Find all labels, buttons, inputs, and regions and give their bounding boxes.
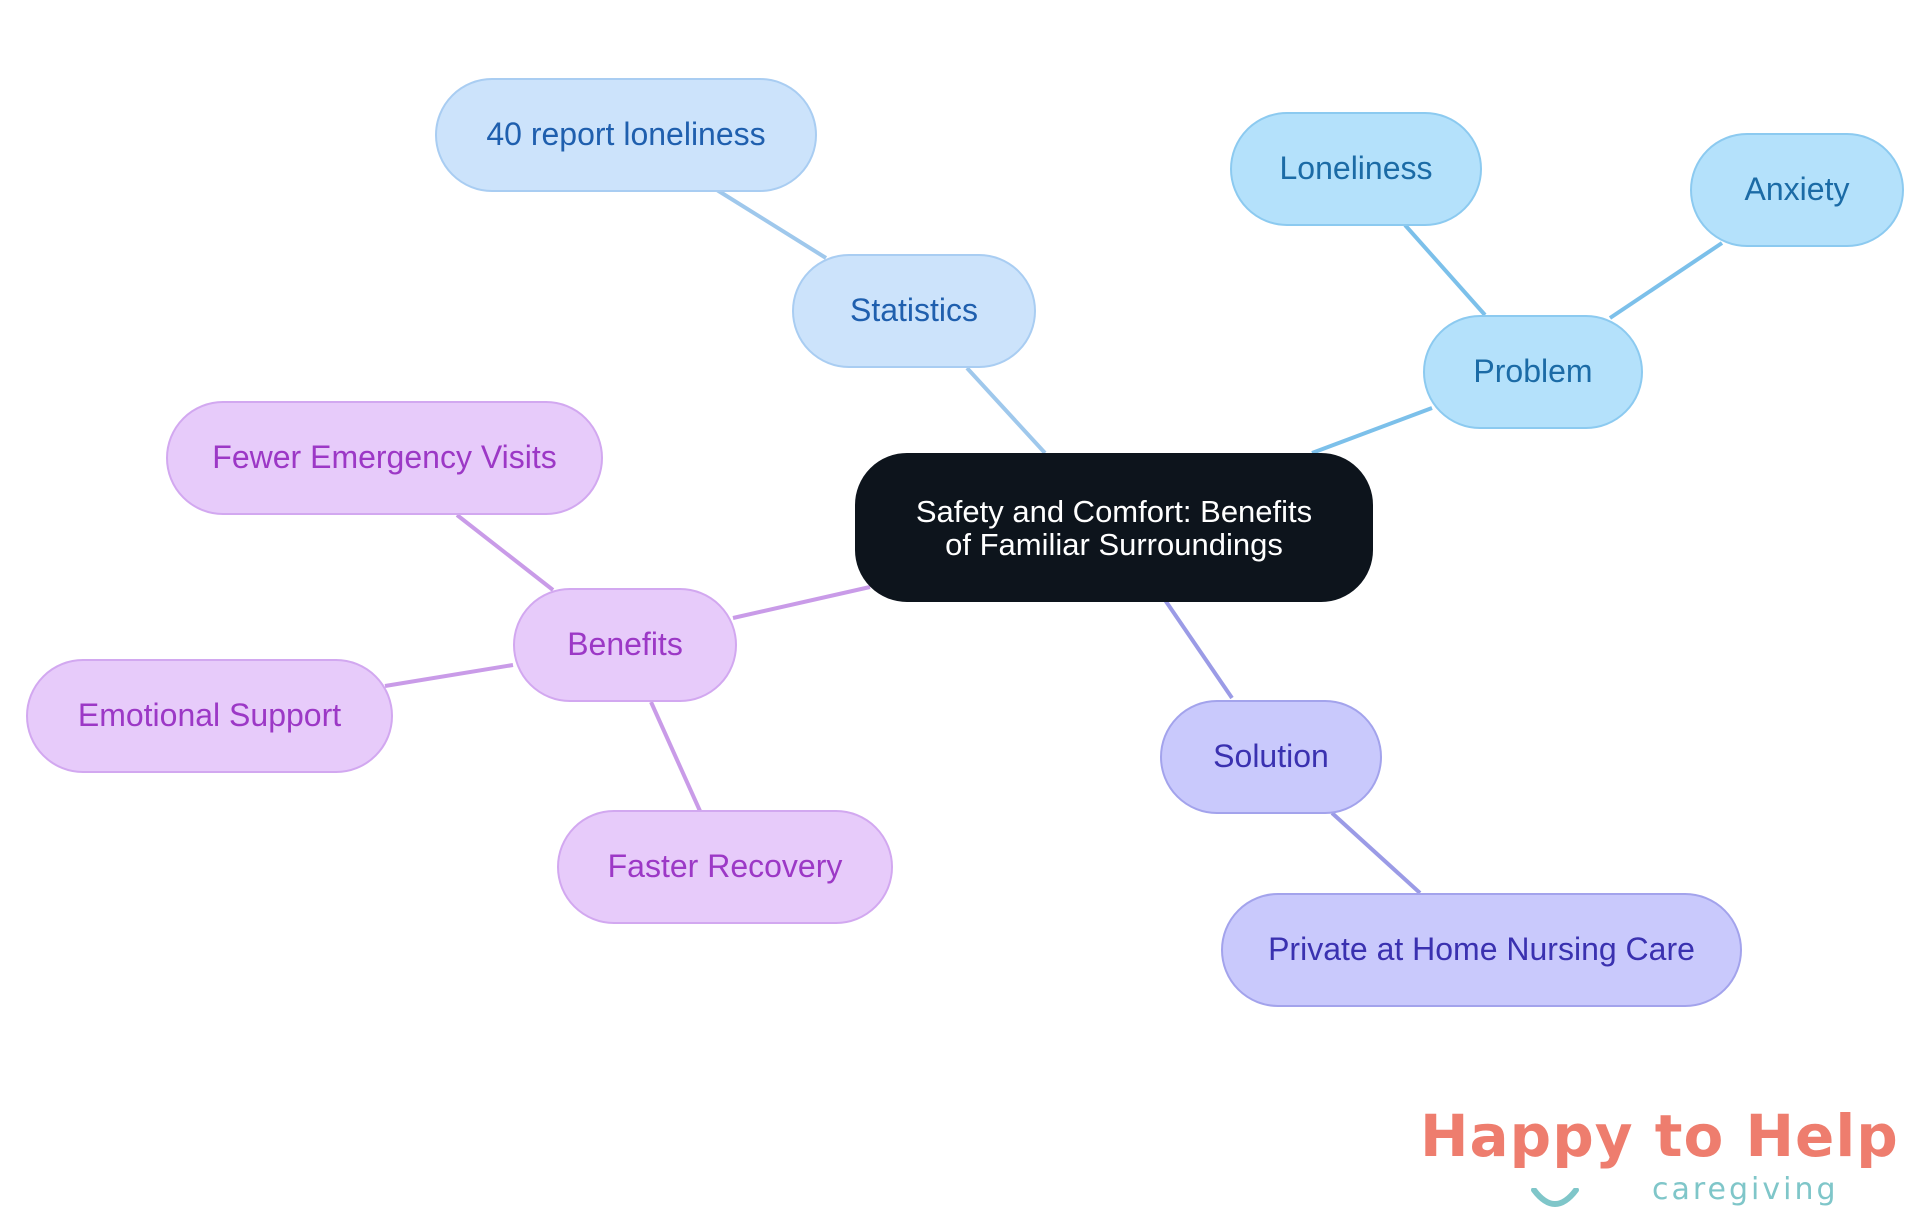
node-benefits[interactable]: Benefits: [513, 588, 737, 702]
node-problem[interactable]: Problem: [1423, 315, 1643, 429]
edge-problem-loneliness: [1403, 223, 1487, 317]
node-problem-label: Problem: [1473, 353, 1593, 390]
edge-benefits-emotional-support: [384, 663, 514, 688]
node-loneliness-label: Loneliness: [1279, 150, 1433, 187]
node-statistics[interactable]: Statistics: [792, 254, 1036, 368]
brand-logo: Happy to Help caregiving: [1420, 1102, 1898, 1212]
edge-benefits-faster-recovery: [649, 701, 702, 812]
edge-solution-private-care: [1330, 811, 1422, 895]
node-fewer-emergency-visits-label: Fewer Emergency Visits: [212, 439, 557, 476]
edge-root-solution: [1163, 598, 1234, 700]
node-40-report-loneliness-label: 40 report loneliness: [486, 116, 766, 153]
edge-root-benefits: [732, 585, 871, 620]
node-fewer-emergency-visits[interactable]: Fewer Emergency Visits: [166, 401, 603, 515]
root-node[interactable]: Safety and Comfort: Benefits of Familiar…: [855, 453, 1373, 602]
node-loneliness[interactable]: Loneliness: [1230, 112, 1482, 226]
node-faster-recovery[interactable]: Faster Recovery: [557, 810, 893, 924]
node-private-at-home-nursing-care-label: Private at Home Nursing Care: [1268, 931, 1695, 968]
node-solution[interactable]: Solution: [1160, 700, 1382, 814]
node-anxiety[interactable]: Anxiety: [1690, 133, 1904, 247]
logo-subtitle: caregiving: [1652, 1172, 1839, 1207]
node-statistics-label: Statistics: [849, 292, 979, 329]
root-label-line-1: Safety and Comfort: Benefits: [915, 493, 1313, 529]
edge-root-problem: [1311, 406, 1433, 455]
node-emotional-support-label: Emotional Support: [77, 697, 342, 734]
root-label-line-2: of Familiar Surroundings: [945, 526, 1283, 562]
edge-statistics-40-report-loneliness: [715, 188, 828, 260]
node-40-report-loneliness[interactable]: 40 report loneliness: [435, 78, 817, 192]
node-faster-recovery-label: Faster Recovery: [607, 848, 843, 885]
node-emotional-support[interactable]: Emotional Support: [26, 659, 393, 773]
edge-root-statistics: [965, 366, 1047, 455]
node-benefits-label: Benefits: [567, 626, 683, 663]
node-private-at-home-nursing-care[interactable]: Private at Home Nursing Care: [1221, 893, 1742, 1007]
node-solution-label: Solution: [1213, 738, 1329, 775]
smile-icon: [1531, 1188, 1579, 1207]
node-anxiety-label: Anxiety: [1744, 171, 1850, 208]
edge-problem-anxiety: [1608, 241, 1724, 320]
logo-title: Happy to Help: [1420, 1102, 1899, 1170]
edge-benefits-fewer-emergency-visits: [455, 513, 555, 592]
